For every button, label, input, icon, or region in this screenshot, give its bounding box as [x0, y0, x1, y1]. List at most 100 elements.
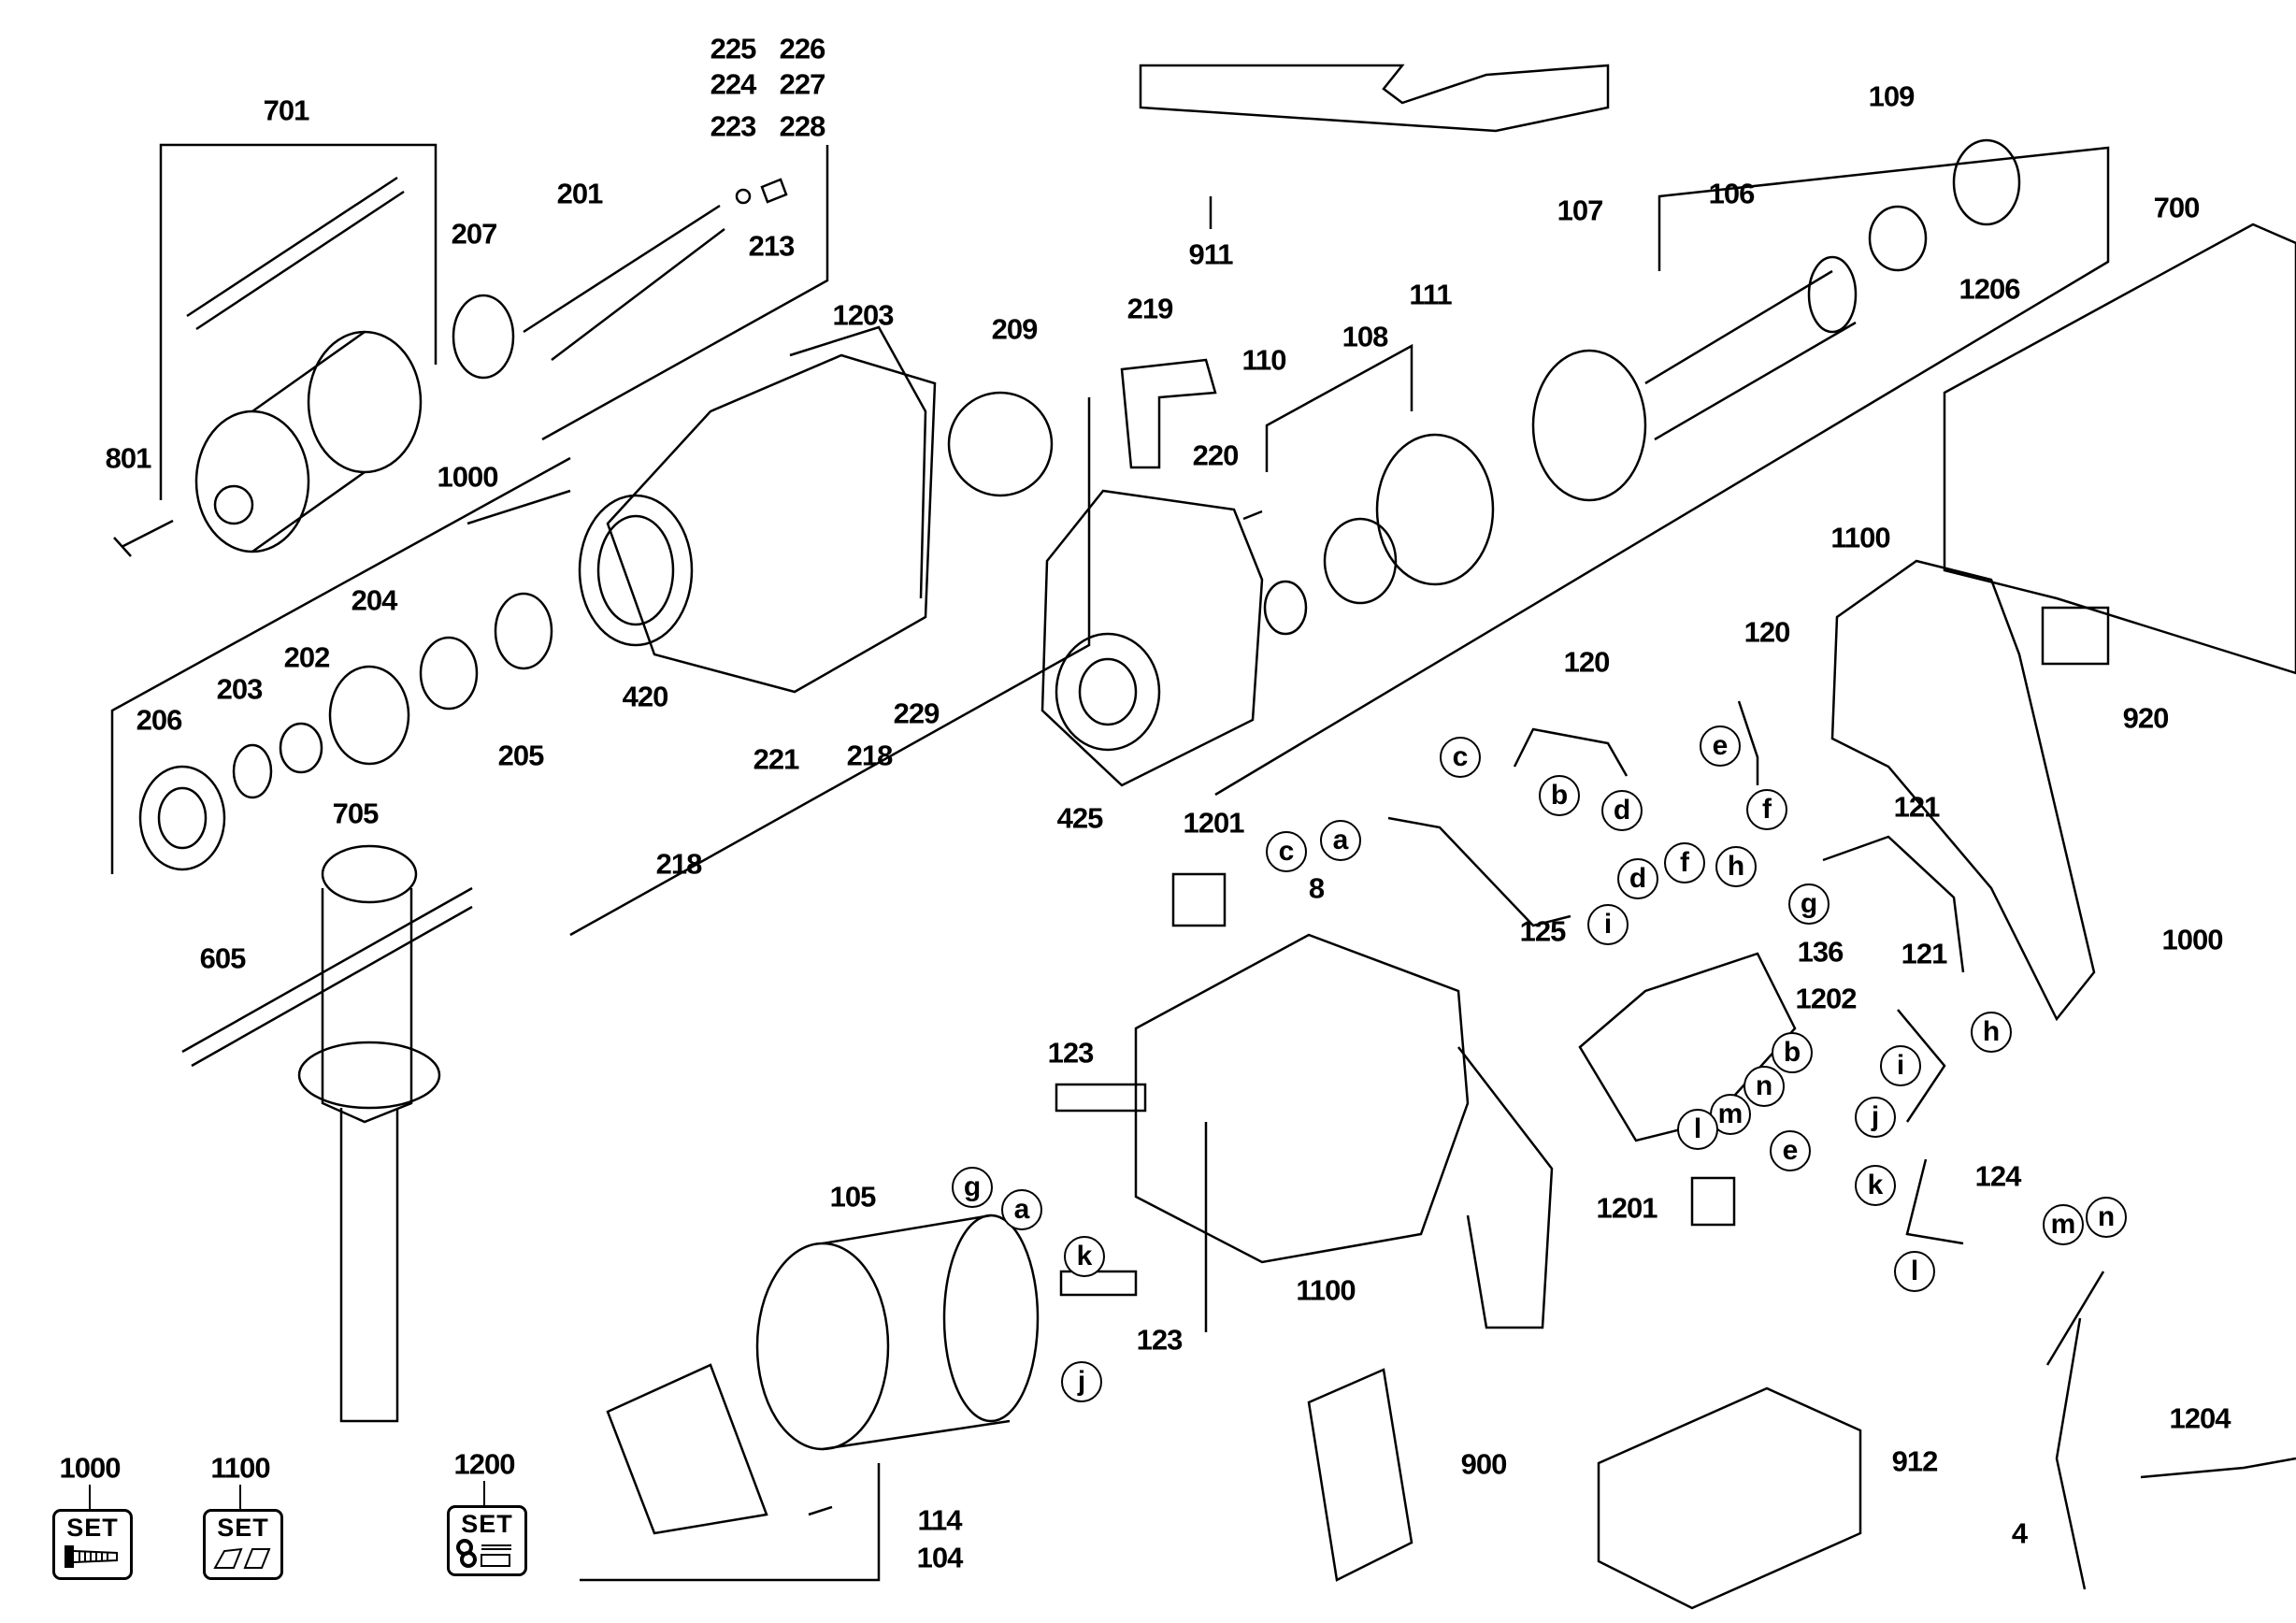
connector-letter-d: d — [1601, 790, 1643, 831]
switch-lever-219 — [1120, 358, 1217, 469]
part-label-205: 205 — [497, 739, 545, 772]
connector-letter-g: g — [952, 1167, 993, 1208]
part-label-120: 120 — [1744, 615, 1791, 649]
box-912 — [1597, 1386, 1862, 1610]
part-label-700: 700 — [2153, 191, 2201, 224]
connector-letter-c: c — [1440, 737, 1481, 778]
chuck-key — [186, 176, 405, 331]
part-label-228: 228 — [779, 109, 826, 143]
power-cord — [2055, 1317, 2296, 1590]
bushing — [419, 636, 479, 711]
connector-letter-h: h — [1715, 846, 1757, 887]
gear-case-425 — [1040, 489, 1264, 787]
packaging-911 — [1139, 64, 1610, 133]
connector-letter-h: h — [1971, 1012, 2012, 1053]
side-handle-705 — [297, 844, 441, 1423]
connector-letter-k: k — [1064, 1236, 1105, 1277]
drill-chuck — [194, 330, 423, 553]
part-label-121: 121 — [1901, 937, 1948, 970]
set-icon-text: SET — [217, 1514, 269, 1542]
part-label-224: 224 — [710, 67, 757, 101]
bracket-701 — [159, 143, 438, 500]
part-label-1202: 1202 — [1795, 982, 1858, 1015]
washer-202 — [279, 722, 323, 774]
wire-120-a — [1513, 727, 1629, 777]
part-label-920: 920 — [2122, 701, 2170, 735]
bearing-108 — [1323, 517, 1398, 605]
part-label-420: 420 — [622, 680, 669, 713]
part-label-4: 4 — [2011, 1516, 2028, 1550]
part-label-701: 701 — [263, 93, 310, 127]
ring-203 — [232, 743, 273, 799]
connector-letter-k: k — [1855, 1165, 1896, 1206]
switch-136 — [1578, 952, 1797, 1142]
part-label-124: 124 — [1974, 1159, 2022, 1193]
part-label-1100: 1100 — [1296, 1273, 1356, 1307]
part-label-209: 209 — [991, 312, 1039, 346]
part-label-425: 425 — [1056, 801, 1104, 835]
part-label-801: 801 — [105, 441, 152, 475]
part-label-136: 136 — [1797, 935, 1844, 969]
part-label-105: 105 — [829, 1180, 877, 1214]
connector-letter-g: g — [1788, 883, 1830, 925]
part-label-229: 229 — [893, 697, 940, 730]
part-label-1203: 1203 — [832, 298, 895, 332]
part-label-120: 120 — [1563, 645, 1611, 679]
part-label-114: 114 — [917, 1503, 962, 1537]
part-label-1100: 1100 — [1830, 521, 1890, 554]
part-label-8: 8 — [1308, 871, 1325, 905]
bearing-sleeve-1206 — [1952, 138, 2021, 226]
manual-900 — [1307, 1368, 1413, 1582]
brush-holder-123-a — [1055, 1083, 1147, 1113]
part-label-1201: 1201 — [1183, 806, 1245, 840]
part-label-1206: 1206 — [1959, 272, 2021, 306]
connector-letter-l: l — [1894, 1251, 1935, 1292]
housing-half-1100-right — [1830, 559, 2096, 1022]
wire-120-b — [1737, 700, 1759, 785]
part-label-123: 123 — [1136, 1323, 1184, 1357]
set-part-label-1100: 1100 — [210, 1451, 270, 1485]
set-leader-line — [239, 1485, 241, 1509]
part-label-218: 218 — [655, 847, 703, 881]
set-icon-1200: SET — [447, 1505, 527, 1576]
connector-letter-e: e — [1770, 1130, 1811, 1171]
set-icon-text: SET — [461, 1510, 513, 1538]
gear-209 — [947, 391, 1054, 497]
bearing-204 — [328, 665, 410, 766]
connector-letter-i: i — [1880, 1045, 1921, 1086]
part-label-201: 201 — [556, 177, 604, 210]
part-label-204: 204 — [351, 583, 398, 617]
connector-letter-b: b — [1772, 1032, 1813, 1073]
clutch-205 — [494, 592, 553, 670]
motor-housing-1100 — [1134, 933, 1554, 1329]
set-icon-1100: SET — [203, 1509, 283, 1580]
connector-letter-a: a — [1320, 820, 1361, 861]
spindle-201 — [523, 204, 725, 361]
part-label-125: 125 — [1519, 914, 1567, 948]
pin-114 — [808, 1505, 833, 1516]
gear-housing-420 — [578, 353, 937, 694]
part-label-223: 223 — [710, 109, 757, 143]
part-label-900: 900 — [1460, 1447, 1508, 1481]
retaining-ring-207 — [452, 294, 515, 380]
part-label-107: 107 — [1557, 194, 1604, 227]
label-920 — [2041, 606, 2110, 666]
part-label-206: 206 — [136, 703, 183, 737]
connector-letter-a: a — [1001, 1189, 1042, 1230]
part-label-227: 227 — [779, 67, 826, 101]
part-label-203: 203 — [216, 672, 264, 706]
part-label-221: 221 — [753, 742, 800, 776]
connector-letter-j: j — [1061, 1361, 1102, 1402]
part-label-1000: 1000 — [2161, 923, 2224, 956]
connector-letter-f: f — [1746, 789, 1787, 830]
connector-letter-f: f — [1664, 842, 1705, 883]
part-label-218: 218 — [846, 739, 894, 772]
part-label-605: 605 — [199, 941, 247, 975]
wire-121-a — [1822, 835, 1965, 973]
brush-holder-123-b — [1059, 1270, 1138, 1297]
wire-125 — [1387, 816, 1571, 927]
baffle-111 — [1375, 433, 1495, 586]
set-leader-line — [483, 1481, 485, 1505]
part-label-207: 207 — [451, 217, 498, 251]
